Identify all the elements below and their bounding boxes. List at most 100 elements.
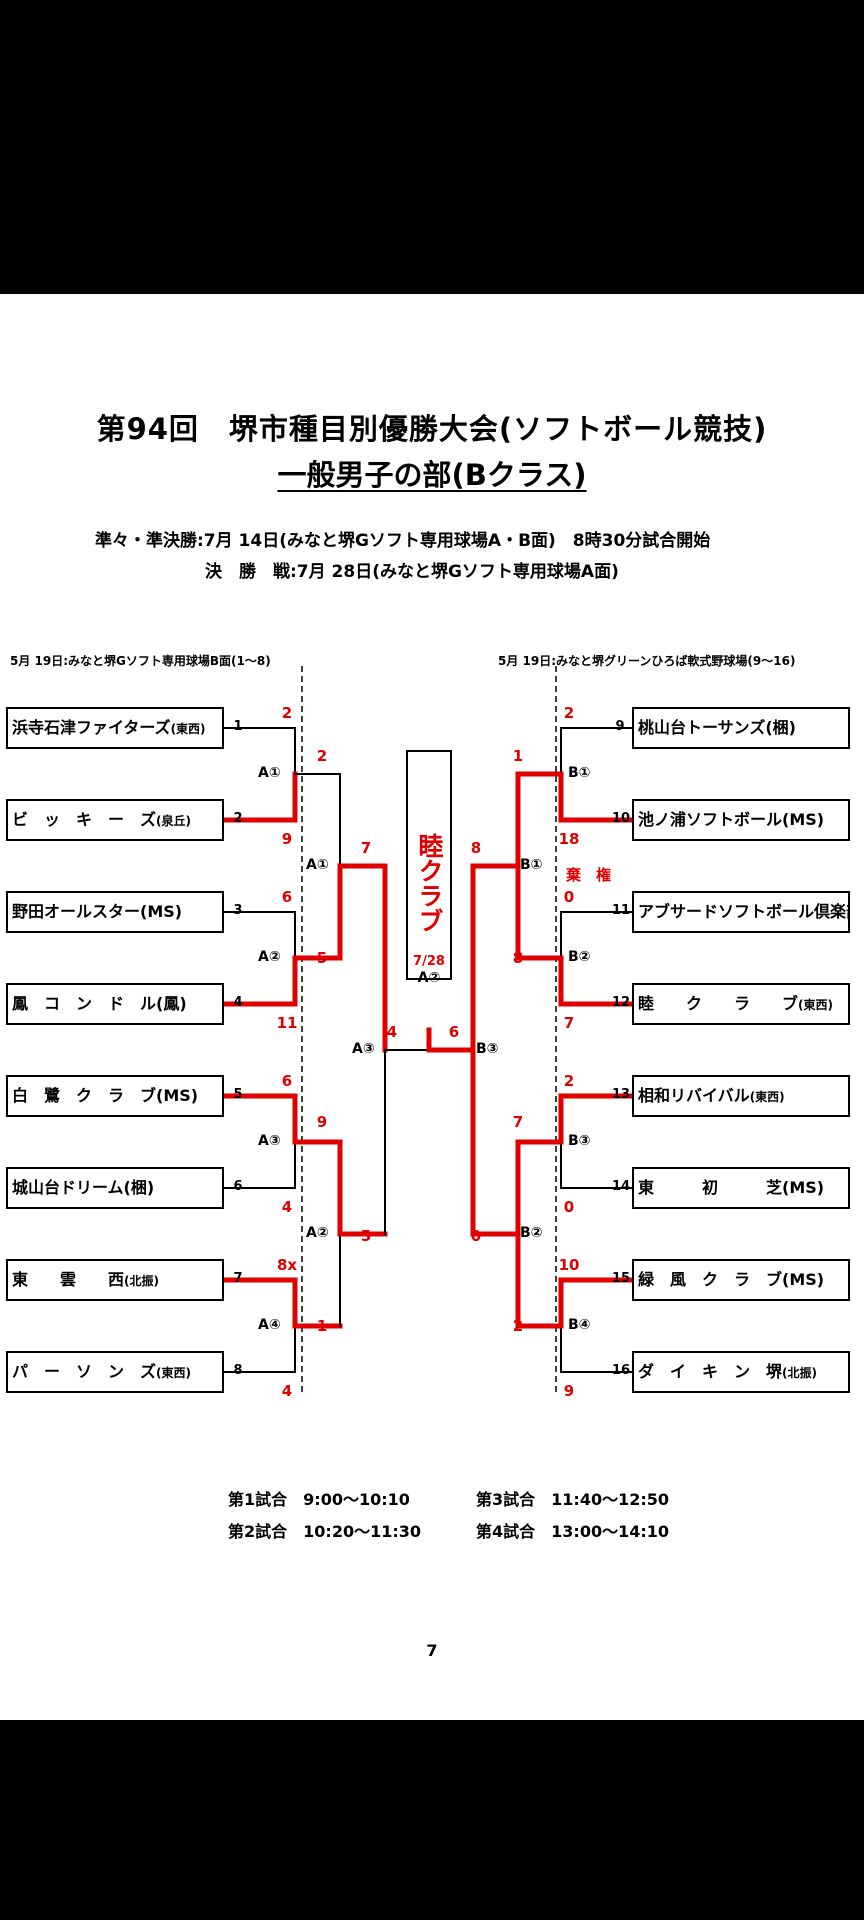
bracket-score: 5 bbox=[316, 949, 328, 967]
time-label-1: 第1試合 bbox=[228, 1490, 288, 1509]
page-title: 第94回 堺市種目別優勝大会(ソフトボール競技) bbox=[96, 412, 768, 446]
team-number: 3 bbox=[233, 903, 243, 918]
team-area: (北振) bbox=[782, 1366, 817, 1380]
team-area: (北振) bbox=[124, 1274, 159, 1288]
first-round-score: 10 bbox=[558, 1256, 580, 1274]
first-round-score: 0 bbox=[563, 1198, 575, 1216]
match-label: B① bbox=[568, 765, 591, 781]
team-name: 白 鷺 ク ラ ブ(MS) bbox=[12, 1086, 199, 1105]
bracket-score: 1 bbox=[512, 747, 524, 765]
final-date: 7/28 bbox=[413, 954, 445, 969]
team-name: 鳳 コ ン ド ル(鳳) bbox=[12, 994, 187, 1013]
first-round-score: 9 bbox=[563, 1382, 575, 1400]
subtitle-text: 一般男子の部(Bクラス) bbox=[277, 458, 587, 492]
team-box: 東 初 芝(MS) bbox=[632, 1167, 850, 1209]
match-label: B③ bbox=[476, 1041, 499, 1057]
bracket-score: 7 bbox=[512, 1113, 524, 1131]
team-box: 東 雲 西(北振) bbox=[6, 1259, 224, 1301]
team-name: 浜寺石津ファイターズ bbox=[12, 718, 171, 737]
time-value-2: 10:20～11:30 bbox=[303, 1522, 422, 1541]
champion-box: 睦クラブ bbox=[406, 750, 452, 980]
team-name: 桃山台トーサンズ(梱) bbox=[638, 718, 796, 737]
match-label: B① bbox=[520, 857, 543, 873]
venue-right: 5月 19日:みなと堺グリーンひろば軟式野球場(9～16) bbox=[498, 654, 796, 668]
bracket-score: 6 bbox=[448, 1023, 460, 1041]
team-name: ダ イ キ ン 堺 bbox=[638, 1362, 783, 1381]
team-box: 桃山台トーサンズ(梱) bbox=[632, 707, 850, 749]
final-match-label: A② bbox=[417, 970, 441, 986]
team-name: 城山台ドリーム(梱) bbox=[12, 1178, 155, 1197]
team-area: (東西) bbox=[798, 998, 833, 1012]
first-round-score: 11 bbox=[276, 1014, 298, 1032]
team-box: 鳳 コ ン ド ル(鳳) bbox=[6, 983, 224, 1025]
team-number: 10 bbox=[612, 811, 631, 826]
team-name: ビ ッ キ ー ズ bbox=[12, 810, 157, 829]
team-number: 9 bbox=[615, 719, 625, 734]
bracket-score: 1 bbox=[316, 1317, 328, 1335]
team-name: 東 雲 西 bbox=[12, 1270, 125, 1289]
team-box: 浜寺石津ファイターズ(東西) bbox=[6, 707, 224, 749]
first-round-score: 4 bbox=[281, 1198, 293, 1216]
match-label: A② bbox=[306, 1225, 329, 1241]
team-name: 緑 風 ク ラ ブ(MS) bbox=[638, 1270, 825, 1289]
match-label: B② bbox=[520, 1225, 543, 1241]
bracket-score: 8 bbox=[470, 839, 482, 857]
time-value-4: 13:00～14:10 bbox=[551, 1522, 670, 1541]
team-area: (泉丘) bbox=[156, 814, 191, 828]
first-round-score: 2 bbox=[563, 1072, 575, 1090]
first-round-score: 6 bbox=[281, 1072, 293, 1090]
team-box: 相和リバイバル(東西) bbox=[632, 1075, 850, 1117]
team-number: 8 bbox=[233, 1363, 243, 1378]
match-label: B② bbox=[568, 949, 591, 965]
team-number: 5 bbox=[233, 1087, 243, 1102]
bracket-score: 9 bbox=[316, 1113, 328, 1131]
bracket-score: 0 bbox=[470, 1227, 482, 1245]
team-area: (東西) bbox=[170, 722, 206, 736]
bracket-score: 2 bbox=[316, 747, 328, 765]
bracket-score: 2 bbox=[512, 1317, 524, 1335]
team-number: 15 bbox=[612, 1271, 631, 1286]
first-round-score: 8x bbox=[276, 1256, 298, 1274]
first-round-score: 6 bbox=[281, 888, 293, 906]
team-number: 4 bbox=[233, 995, 243, 1010]
team-number: 11 bbox=[612, 903, 631, 918]
team-name: 野田オールスター(MS) bbox=[12, 902, 183, 921]
page-subtitle: 一般男子の部(Bクラス) bbox=[0, 452, 864, 494]
time-label-2: 第2試合 bbox=[228, 1522, 288, 1541]
match-label: A④ bbox=[258, 1317, 281, 1333]
team-number: 12 bbox=[612, 995, 631, 1010]
team-number: 7 bbox=[233, 1271, 243, 1286]
team-name: 池ノ浦ソフトボール(MS) bbox=[638, 810, 825, 829]
team-box: パ ー ソ ン ズ(東西) bbox=[6, 1351, 224, 1393]
team-box: ダ イ キ ン 堺(北振) bbox=[632, 1351, 850, 1393]
match-label: A② bbox=[258, 949, 281, 965]
team-name: パ ー ソ ン ズ bbox=[12, 1362, 157, 1381]
team-area: (東西) bbox=[156, 1366, 191, 1380]
team-number: 2 bbox=[233, 811, 243, 826]
schedule-line-1: 準々・準決勝:7月 14日(みなと堺Gソフト専用球場A・B面) 8時30分試合開… bbox=[95, 531, 711, 551]
team-box: 睦 ク ラ ブ(東西) bbox=[632, 983, 850, 1025]
team-number: 14 bbox=[612, 1179, 631, 1194]
team-number: 13 bbox=[612, 1087, 631, 1102]
team-number: 1 bbox=[233, 719, 243, 734]
team-name: 東 初 芝(MS) bbox=[638, 1178, 825, 1197]
time-label-4: 第4試合 bbox=[476, 1522, 536, 1541]
team-box: 白 鷺 ク ラ ブ(MS) bbox=[6, 1075, 224, 1117]
time-label-3: 第3試合 bbox=[476, 1490, 536, 1509]
team-number: 6 bbox=[233, 1179, 243, 1194]
team-box: アブサードソフトボール倶楽部(MS) bbox=[632, 891, 850, 933]
first-round-score: 7 bbox=[563, 1014, 575, 1032]
first-round-score: 9 bbox=[281, 830, 293, 848]
first-round-score: 2 bbox=[563, 704, 575, 722]
first-round-score: 0 bbox=[563, 888, 575, 906]
first-round-score: 18 bbox=[558, 830, 580, 848]
team-box: 緑 風 ク ラ ブ(MS) bbox=[632, 1259, 850, 1301]
team-box: 野田オールスター(MS) bbox=[6, 891, 224, 933]
bracket-score: 8 bbox=[512, 949, 524, 967]
venue-left: 5月 19日:みなと堺Gソフト専用球場B面(1～8) bbox=[10, 654, 271, 668]
document-page: 第94回 堺市種目別優勝大会(ソフトボール競技) 一般男子の部(Bクラス) 準々… bbox=[0, 294, 864, 1720]
time-value-3: 11:40～12:50 bbox=[551, 1490, 670, 1509]
bracket-score: 7 bbox=[360, 839, 372, 857]
team-name: アブサードソフトボール倶楽部(MS) bbox=[638, 902, 848, 921]
match-label: B④ bbox=[568, 1317, 591, 1333]
